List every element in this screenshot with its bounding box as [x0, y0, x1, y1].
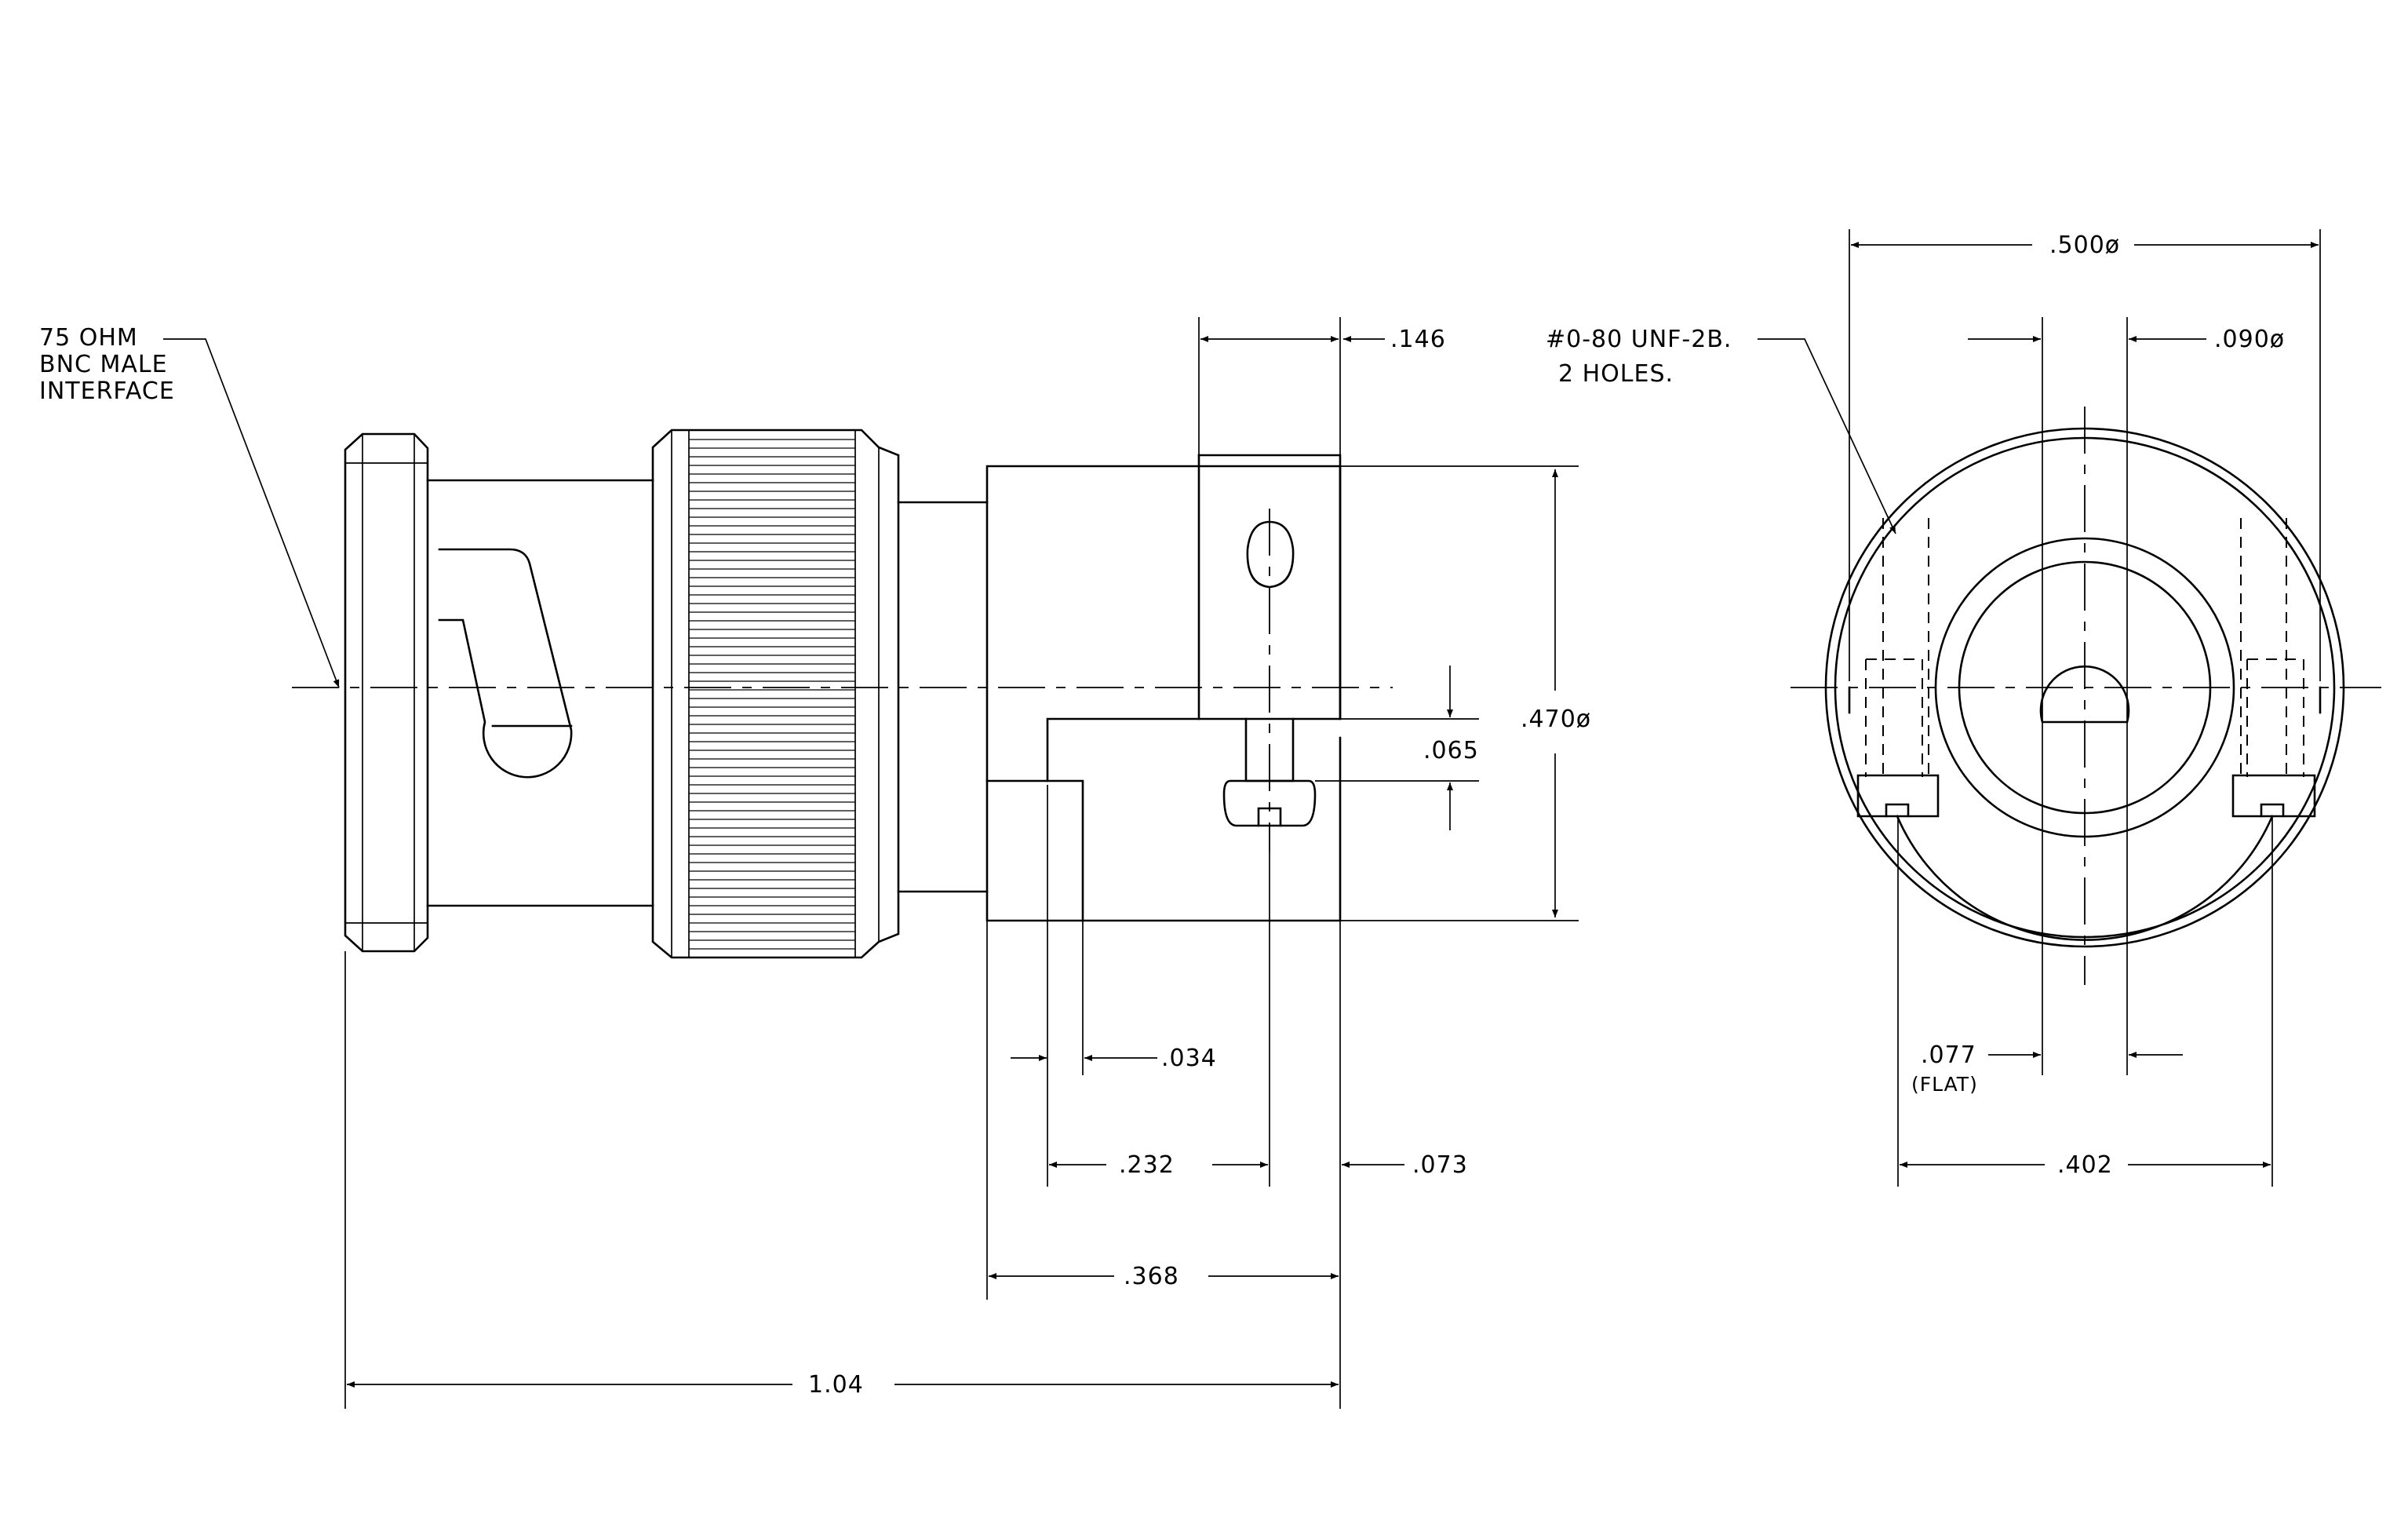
dim-402: .402 — [2057, 1151, 2113, 1179]
set-screw — [1222, 717, 1317, 827]
callout-interface-1: 75 OHM — [39, 324, 138, 352]
dim-034: .034 — [1161, 1045, 1217, 1072]
side-dimensions — [163, 317, 1579, 1409]
callout-holes-2: 2 HOLES. — [1558, 360, 1674, 388]
insulator-inner — [1958, 560, 2212, 815]
dim-077: .077 — [1921, 1041, 1976, 1069]
dim-104: 1.04 — [808, 1371, 864, 1399]
bayonet-body — [426, 479, 654, 907]
end-view: .500ø .090ø #0-80 UNF-2B. 2 HOLES. .077 … — [1546, 229, 2381, 1187]
dim-065: .065 — [1423, 737, 1479, 764]
knurl-pattern — [689, 439, 855, 950]
rear-neck — [897, 501, 989, 893]
dim-232: .232 — [1119, 1151, 1175, 1179]
dim-090: .090ø — [2214, 326, 2285, 353]
dim-500: .500ø — [2049, 232, 2120, 259]
nut-circle — [1834, 436, 2336, 939]
callout-flat: (FLAT) — [1911, 1073, 1978, 1096]
callout-holes-1: #0-80 UNF-2B. — [1546, 326, 1732, 353]
insulator-outer — [1934, 537, 2235, 838]
dim-146: .146 — [1390, 326, 1446, 353]
dim-073: .073 — [1412, 1151, 1468, 1179]
side-view: 75 OHM BNC MALE INTERFACE .146 .470ø .06… — [39, 317, 1591, 1409]
dim-470: .470ø — [1521, 706, 1591, 733]
callout-interface-3: INTERFACE — [39, 378, 175, 405]
end-dimensions — [1758, 229, 2321, 1187]
mount-hole-right — [2231, 518, 2316, 818]
bayonet-ring — [344, 432, 429, 953]
mount-hole-left — [1856, 518, 1940, 818]
side-labels: 75 OHM BNC MALE INTERFACE .146 .470ø .06… — [39, 324, 1591, 1399]
callout-interface-2: BNC MALE — [39, 351, 168, 378]
end-labels: .500ø .090ø #0-80 UNF-2B. 2 HOLES. .077 … — [1546, 232, 2285, 1179]
dim-368: .368 — [1124, 1263, 1179, 1290]
coupling-nut — [651, 429, 900, 959]
outer-shell — [1824, 427, 2345, 948]
